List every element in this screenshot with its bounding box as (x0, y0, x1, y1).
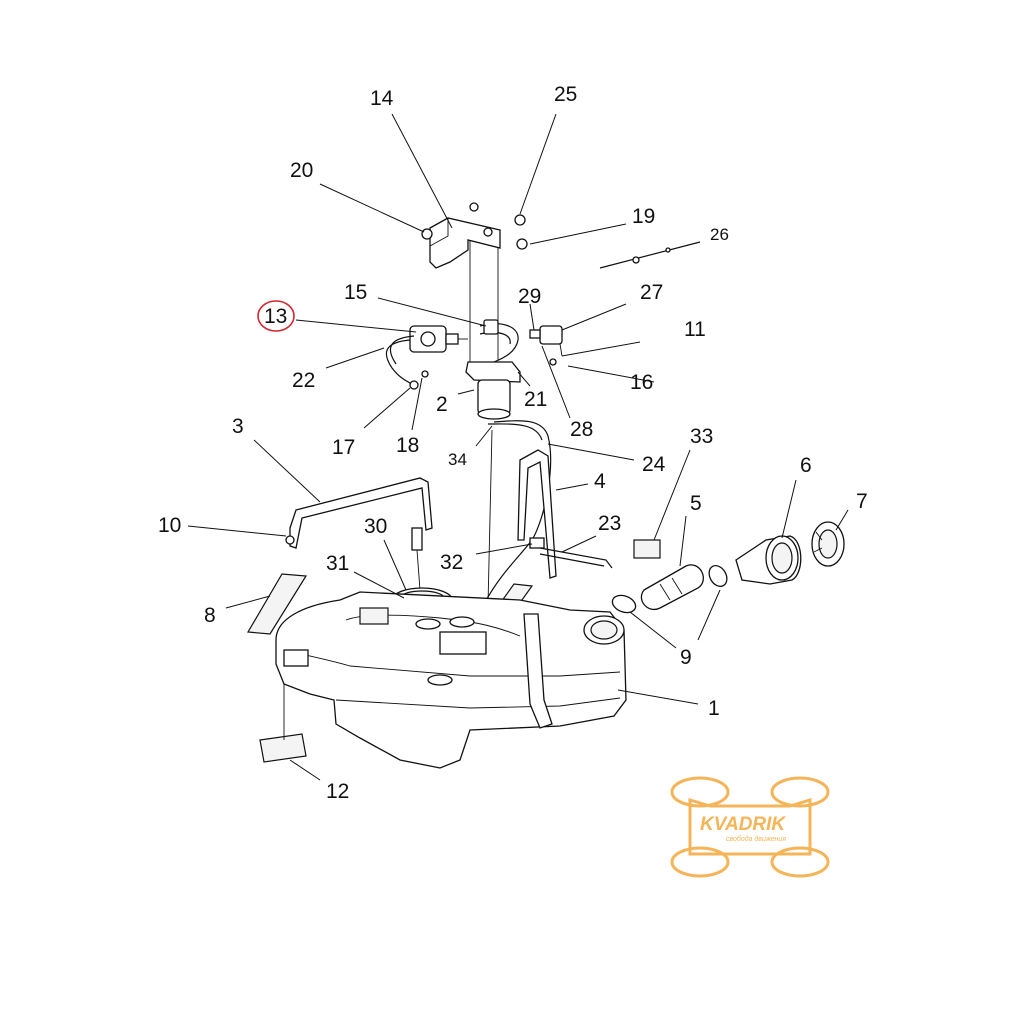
callout-20: 20 (290, 159, 313, 182)
part-valve (529, 325, 563, 366)
kvadrik-logo: KVADRIK свобода движения (670, 776, 830, 878)
part-fuel-pump (386, 325, 468, 390)
part-fuel-tank (275, 591, 627, 769)
callout-17: 17 (332, 436, 355, 459)
part-filler-hose (611, 564, 728, 614)
callout-16: 16 (630, 371, 653, 394)
callout-26: 26 (710, 225, 729, 244)
callout-33: 33 (690, 425, 713, 448)
logo-tagline: свобода движения (726, 835, 786, 843)
callout-25: 25 (554, 83, 577, 106)
part-sticker (633, 539, 661, 559)
callout-31: 31 (326, 552, 349, 575)
callouts: 1 2 3 4 5 6 7 8 9 10 11 12 13 14 15 16 1… (158, 83, 868, 803)
logo-brand: KVADRIK (700, 814, 786, 835)
callout-13: 13 (264, 305, 287, 328)
highlight-circle (257, 300, 295, 332)
callout-23: 23 (598, 512, 621, 535)
callout-15: 15 (344, 281, 367, 304)
callout-28: 28 (570, 418, 593, 441)
part-tank-strap-right (517, 449, 557, 579)
part-mount-bracket (421, 202, 528, 362)
callout-30: 30 (364, 515, 387, 538)
callout-19: 19 (632, 205, 655, 228)
callout-34: 34 (448, 450, 467, 469)
callout-18: 18 (396, 434, 419, 457)
callout-29: 29 (518, 285, 541, 308)
callout-14: 14 (370, 87, 394, 110)
part-tank-strap-left (285, 477, 433, 549)
part-fuel-cap (811, 521, 845, 567)
part-hose-upper (479, 319, 519, 363)
callout-24: 24 (642, 453, 666, 476)
callout-27: 27 (640, 281, 663, 304)
callout-10: 10 (158, 514, 181, 537)
callout-7: 7 (856, 490, 868, 513)
callout-9: 9 (680, 646, 692, 669)
part-filler-neck (735, 535, 802, 585)
callout-12: 12 (326, 780, 349, 803)
callout-5: 5 (690, 492, 702, 515)
part-wire (599, 241, 701, 269)
callout-3: 3 (232, 415, 244, 438)
callout-21: 21 (524, 388, 547, 411)
callout-6: 6 (800, 454, 812, 477)
callout-11: 11 (684, 318, 706, 341)
callout-8: 8 (204, 604, 216, 627)
callout-1: 1 (708, 697, 720, 720)
callout-22: 22 (292, 369, 315, 392)
callout-2: 2 (436, 393, 448, 416)
callout-4: 4 (594, 470, 606, 493)
leader-lines (187, 113, 849, 781)
part-fuel-filter (465, 361, 521, 420)
callout-32: 32 (440, 551, 463, 574)
part-fuel-line (483, 420, 552, 606)
part-label-left (247, 573, 308, 635)
